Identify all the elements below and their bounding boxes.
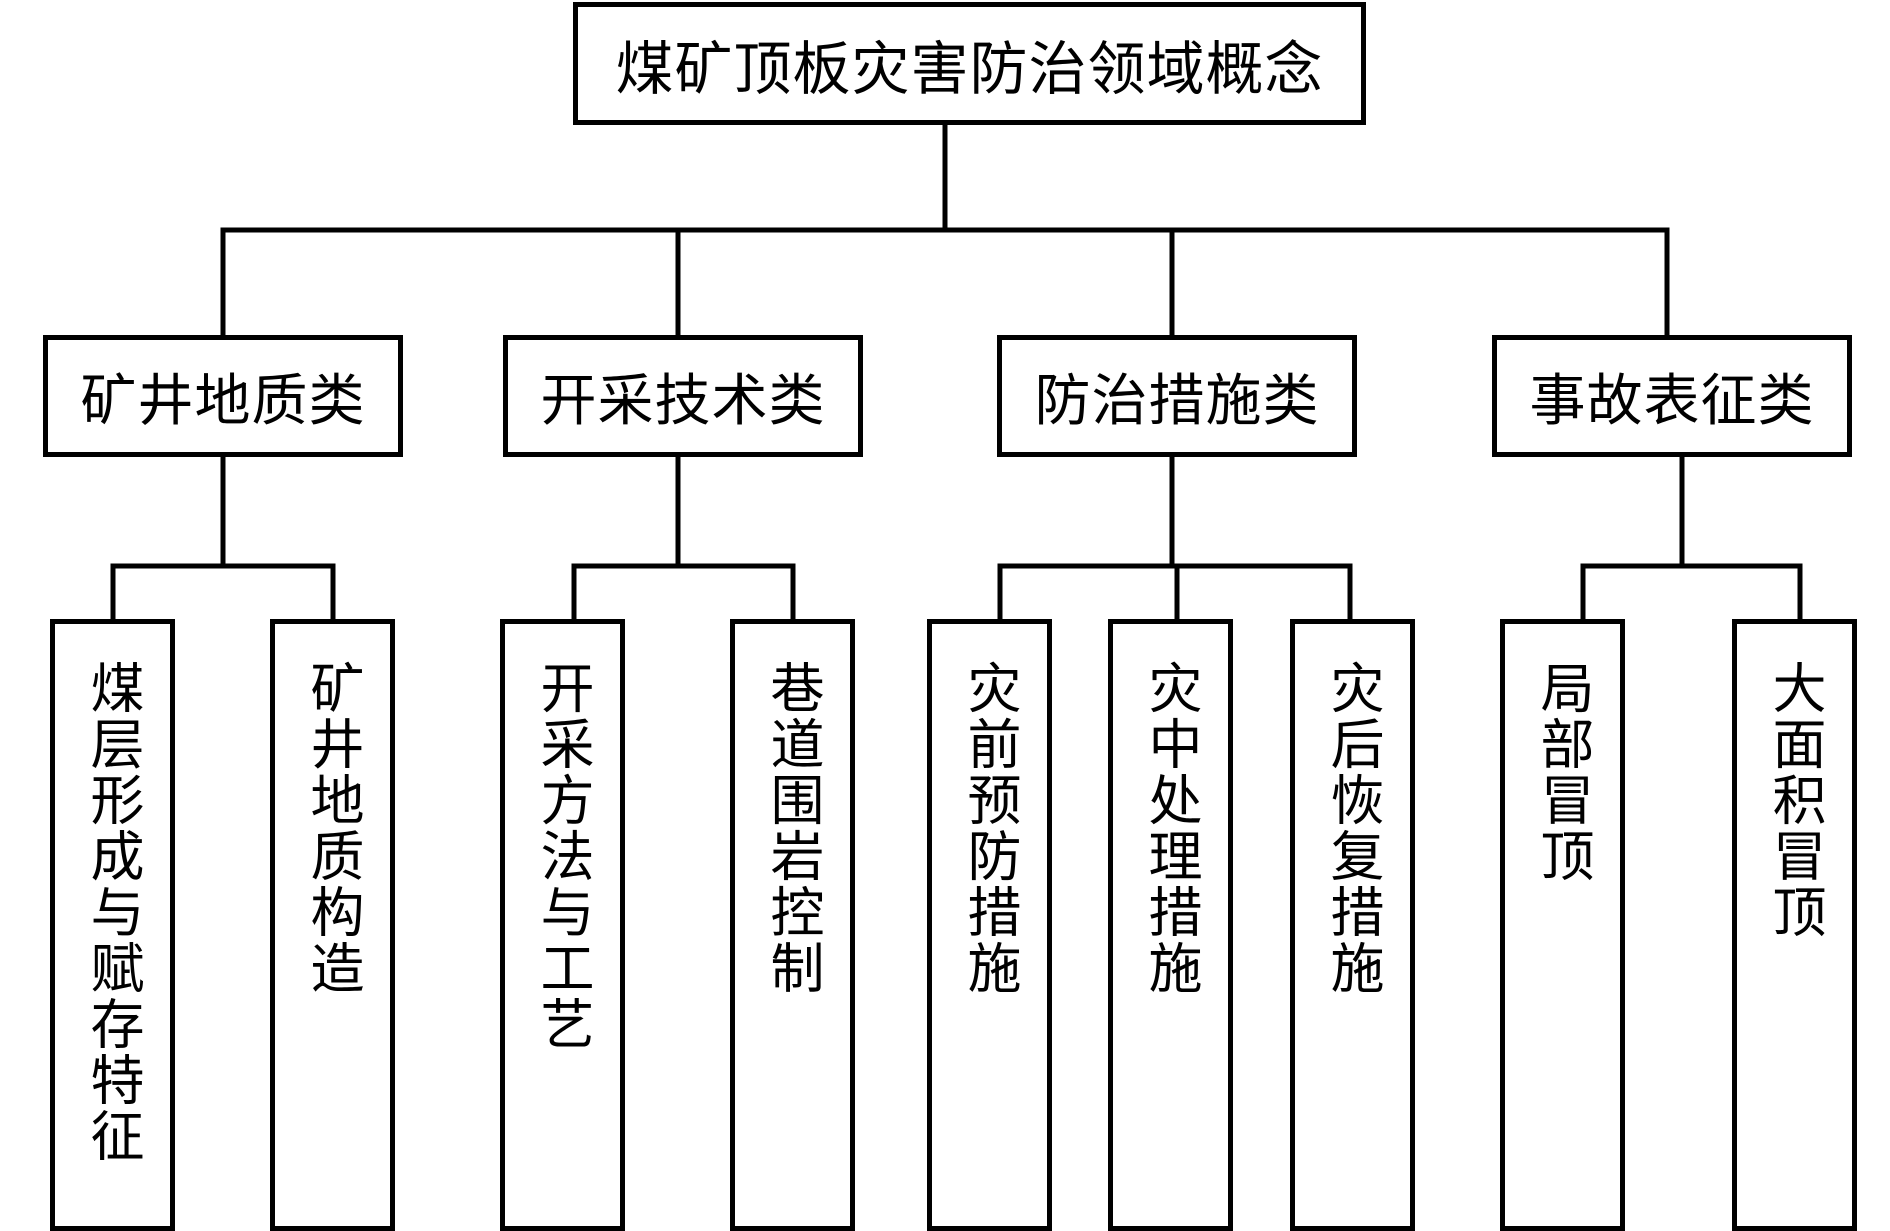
leaf-label: 灾前预防措施 bbox=[958, 660, 1021, 996]
category-label: 防治措施类 bbox=[1034, 368, 1320, 434]
category-node-accident-characterization: 事故表征类 bbox=[1492, 335, 1852, 457]
category-label: 事故表征类 bbox=[1529, 368, 1815, 434]
leaf-node-large-area-roof-fall: 大面积冒顶 bbox=[1732, 619, 1857, 1231]
category-node-mine-geology: 矿井地质类 bbox=[43, 335, 403, 457]
leaf-label: 灾后恢复措施 bbox=[1321, 660, 1384, 996]
category-label: 矿井地质类 bbox=[80, 368, 366, 434]
root-concept-label: 煤矿顶板灾害防治领域概念 bbox=[615, 34, 1324, 103]
leaf-node-post-disaster-recovery: 灾后恢复措施 bbox=[1290, 619, 1415, 1231]
leaf-label: 灾中处理措施 bbox=[1139, 660, 1202, 996]
category-node-prevention-measures: 防治措施类 bbox=[997, 335, 1357, 457]
leaf-label: 开采方法与工艺 bbox=[531, 660, 594, 1052]
leaf-label: 矿井地质构造 bbox=[301, 660, 364, 996]
leaf-node-mining-method: 开采方法与工艺 bbox=[500, 619, 625, 1231]
leaf-node-coal-seam-formation: 煤层形成与赋存特征 bbox=[50, 619, 175, 1231]
leaf-node-roadway-control: 巷道围岩控制 bbox=[730, 619, 855, 1231]
leaf-label: 局部冒顶 bbox=[1531, 660, 1594, 884]
leaf-node-pre-disaster-prevention: 灾前预防措施 bbox=[927, 619, 1052, 1231]
category-node-mining-technology: 开采技术类 bbox=[503, 335, 863, 457]
leaf-node-mine-geological-structure: 矿井地质构造 bbox=[270, 619, 395, 1231]
leaf-label: 煤层形成与赋存特征 bbox=[81, 660, 144, 1164]
leaf-label: 大面积冒顶 bbox=[1763, 660, 1826, 940]
leaf-label: 巷道围岩控制 bbox=[761, 660, 824, 996]
leaf-node-local-roof-fall: 局部冒顶 bbox=[1500, 619, 1625, 1231]
category-label: 开采技术类 bbox=[540, 368, 826, 434]
leaf-node-in-disaster-handling: 灾中处理措施 bbox=[1108, 619, 1233, 1231]
root-concept-node: 煤矿顶板灾害防治领域概念 bbox=[573, 2, 1366, 125]
